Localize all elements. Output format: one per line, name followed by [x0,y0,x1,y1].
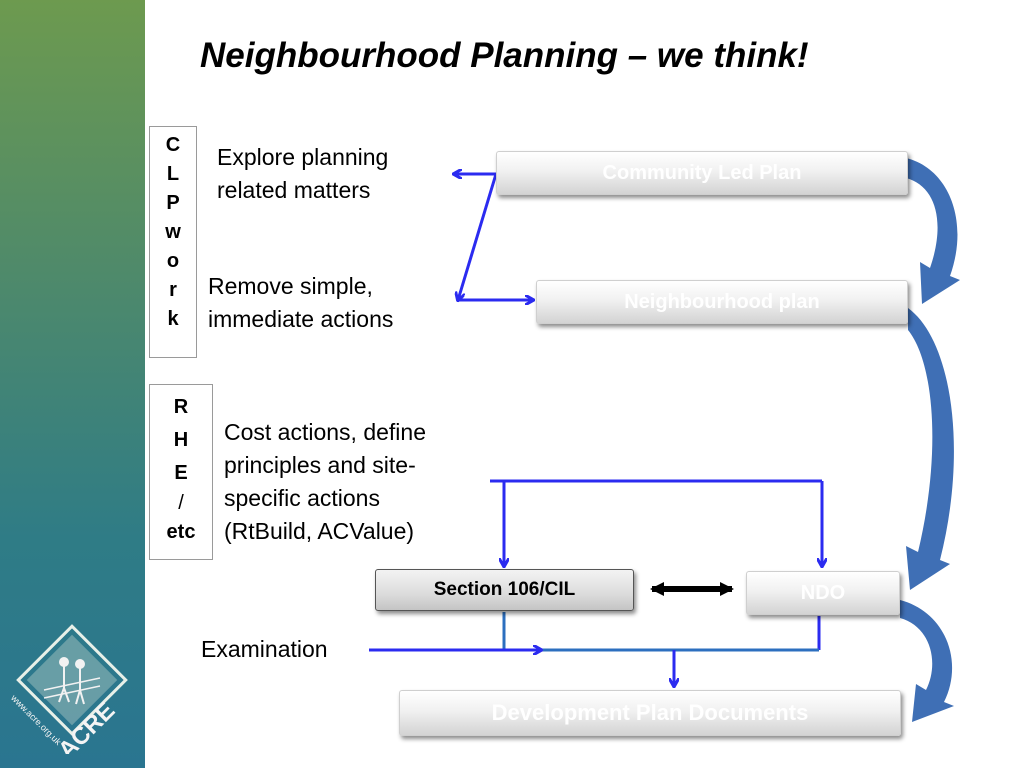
rhe-etc-box: R H E / etc [149,384,213,560]
curve-ndo-to-dpd [900,600,954,722]
explore-label: Explore planning related matters [217,141,388,207]
rhe-letter: R [173,396,189,418]
rhe-letter: E [174,462,188,484]
clp-letter: k [167,308,179,330]
clp-letter: r [169,279,177,301]
remove-label: Remove simple, immediate actions [208,270,393,336]
rhe-letter: H [173,429,189,451]
clp-work-box: C L P w o r k [149,126,197,358]
cost-label-line: specific actions [224,485,380,511]
explore-label-line: related matters [217,177,371,203]
development-plan-documents-box: Development Plan Documents [399,690,901,736]
remove-label-line: Remove simple, [208,273,373,299]
curve-np-to-ndo [906,308,954,590]
acre-logo: ACRE www.acre.org.uk [8,624,128,754]
rhe-letter: etc [166,521,196,543]
examination-label: Examination [201,636,328,662]
clp-letter: w [165,221,181,243]
community-led-plan-box: Community Led Plan [496,151,908,195]
clp-letter: C [165,134,181,156]
rhe-letter: / [178,492,184,514]
clp-letter: L [166,163,180,185]
ndo-box: NDO [746,571,900,615]
cost-label-line: principles and site- [224,452,416,478]
cost-label: Cost actions, define principles and site… [224,416,426,548]
cost-label-line: Cost actions, define [224,419,427,445]
curved-flow-arrows [900,158,960,722]
neighbourhood-plan-box: Neighbourhood plan [536,280,908,324]
clp-letter: P [166,192,180,214]
remove-label-line: immediate actions [208,306,394,332]
curve-clp-to-np [906,158,960,304]
clp-letter: o [166,250,180,272]
page-title: Neighbourhood Planning – we think! [200,36,809,75]
explore-to-remove-line [458,173,498,300]
cost-label-line: (RtBuild, ACValue) [224,518,415,544]
section-106-cil-box: Section 106/CIL [375,569,634,611]
explore-label-line: Explore planning [217,144,389,170]
sidebar-band: ACRE www.acre.org.uk [0,0,145,768]
